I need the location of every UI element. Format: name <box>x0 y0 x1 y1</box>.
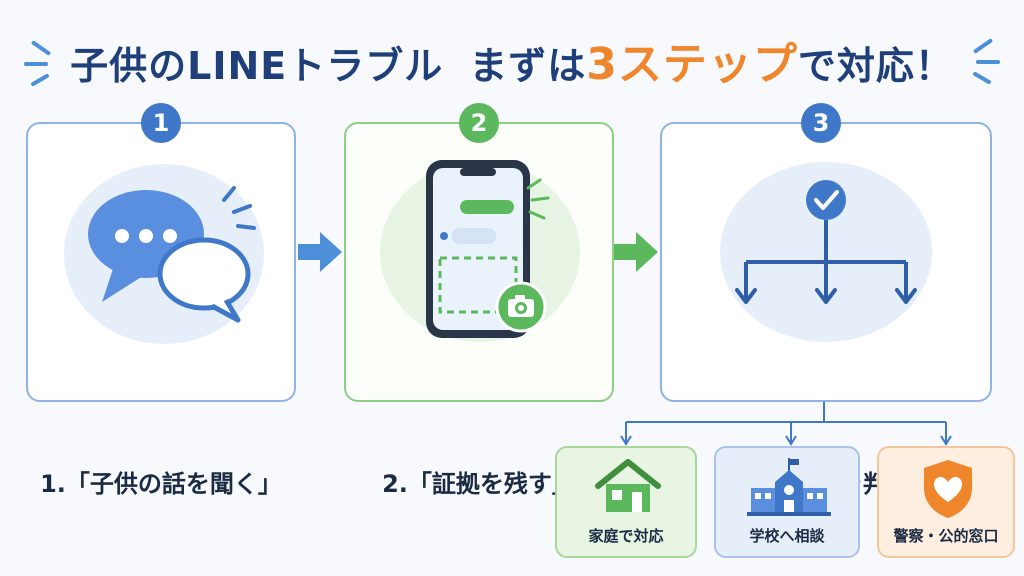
title-main: 子供のLINEトラブル <box>70 44 444 88</box>
arrow-right-icon <box>614 232 658 272</box>
branch-arrows-icon <box>735 180 917 304</box>
option-police-card: 警察・公的窓口 <box>877 446 1015 558</box>
arrow-right-icon <box>298 232 342 272</box>
step-1-label: 1.「子供の話を聞く」 <box>40 470 282 498</box>
option-home-card: 家庭で対応 <box>555 446 697 558</box>
page-title: 子供のLINEトラブルまずは3ステップで対応！ <box>0 28 1024 92</box>
camera-icon <box>495 281 547 333</box>
step-2-card: 2.「証拠を残す」 <box>344 122 614 498</box>
house-icon <box>595 459 661 512</box>
shield-heart-icon <box>924 460 972 518</box>
step-3-card: 3.「相談先を判断」 <box>660 122 992 498</box>
title-post: で対応！ <box>797 44 954 88</box>
option-police-label: 警察・公的窓口 <box>893 527 999 545</box>
title-pre: まずは <box>469 44 587 88</box>
step-2-number-badge: 2 <box>459 103 499 143</box>
options-connector <box>620 402 952 446</box>
option-school-label: 学校へ相談 <box>749 527 825 545</box>
speech-bubbles-icon <box>88 186 256 323</box>
step-1-card: 1.「子供の話を聞く」 <box>26 122 296 498</box>
title-highlight: 3ステップ <box>586 39 798 90</box>
school-icon <box>747 458 831 516</box>
option-home-label: 家庭で対応 <box>588 527 664 545</box>
step-2-label: 2.「証拠を残す」 <box>382 470 576 498</box>
step-3-number-badge: 3 <box>801 103 841 143</box>
step-1-number-badge: 1 <box>141 103 181 143</box>
option-school-card: 学校へ相談 <box>714 446 860 558</box>
